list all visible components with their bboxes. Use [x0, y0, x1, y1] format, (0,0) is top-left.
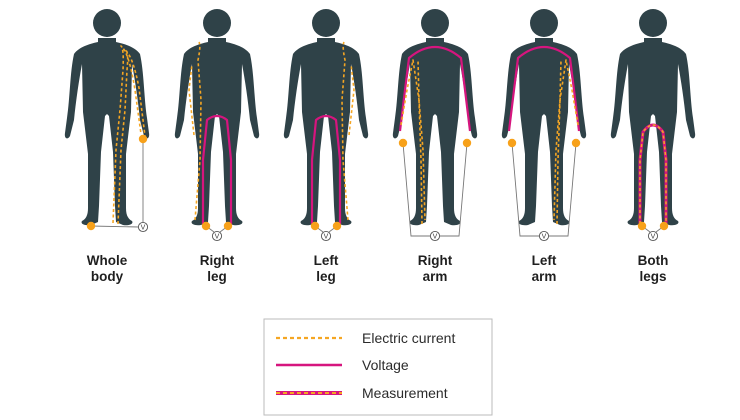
current-path — [553, 59, 579, 221]
figures-row: VWholebodyVRightlegVLeftlegVRightarmVLef… — [64, 9, 696, 284]
body-silhouette — [283, 38, 369, 226]
voltage-path — [507, 45, 581, 132]
body-silhouette — [610, 38, 696, 226]
electrode-dot — [507, 138, 517, 148]
meter-wire — [402, 142, 431, 237]
head-silhouette — [312, 9, 340, 37]
figure-label-line1: Whole — [87, 253, 128, 268]
voltmeter-symbol: V — [141, 225, 146, 232]
electrode-dot — [223, 221, 233, 231]
voltmeter-symbol: V — [324, 234, 329, 241]
figure-label-line1: Left — [532, 253, 557, 268]
voltage-path — [201, 114, 233, 224]
figure-label-line1: Both — [638, 253, 669, 268]
electrode-dot — [86, 221, 96, 231]
body-silhouette — [64, 38, 150, 226]
figure-label-line2: legs — [639, 269, 666, 284]
voltmeter-symbol: V — [542, 234, 547, 241]
meter-wire — [548, 142, 577, 237]
voltmeter-symbol: V — [433, 234, 438, 241]
electrode-dot — [659, 221, 669, 231]
figure-label-line2: leg — [316, 269, 336, 284]
figure-label-line2: arm — [423, 269, 448, 284]
electrode-dot — [332, 221, 342, 231]
figure-label-line1: Left — [314, 253, 339, 268]
measurement-path-dash — [639, 124, 667, 224]
legend: Electric current Voltage Measurement — [263, 318, 493, 416]
head-silhouette — [421, 9, 449, 37]
electrode-dot — [462, 138, 472, 148]
current-path — [188, 41, 202, 221]
legend-item-current: Electric current — [276, 330, 455, 346]
head-silhouette — [93, 9, 121, 37]
body-silhouette — [501, 38, 587, 226]
current-path — [556, 59, 562, 225]
legend-label-current: Electric current — [362, 330, 455, 346]
body-silhouette — [392, 38, 478, 226]
legend-box — [263, 318, 493, 416]
head-silhouette — [530, 9, 558, 37]
legend-label-measurement: Measurement — [362, 385, 448, 401]
head-silhouette — [639, 9, 667, 37]
voltmeter-icon — [429, 230, 441, 242]
current-path — [341, 41, 355, 221]
meter-wire — [439, 142, 468, 237]
body-silhouette — [174, 38, 260, 226]
figure-label-line2: body — [91, 269, 124, 284]
figure-label-line2: arm — [532, 269, 557, 284]
electrode-dot — [637, 221, 647, 231]
voltage-path — [310, 114, 342, 224]
current-path — [112, 45, 142, 224]
legend-item-measurement: Measurement — [276, 385, 448, 401]
current-path — [400, 59, 426, 221]
voltmeter-symbol: V — [215, 234, 220, 241]
voltage-path — [398, 45, 472, 132]
legend-label-voltage: Voltage — [362, 357, 409, 373]
electrode-dot — [310, 221, 320, 231]
current-path — [417, 59, 423, 225]
legend-item-voltage: Voltage — [276, 357, 409, 373]
figure-label-line2: leg — [207, 269, 227, 284]
electrode-dot — [398, 138, 408, 148]
figure-label-line1: Right — [200, 253, 235, 268]
electrode-dot — [201, 221, 211, 231]
current-path — [117, 49, 146, 225]
voltmeter-icon — [137, 221, 149, 233]
electrode-dot — [571, 138, 581, 148]
electrode-dot — [138, 134, 148, 144]
voltmeter-icon — [320, 230, 332, 242]
voltmeter-icon — [538, 230, 550, 242]
figure-label-line1: Right — [418, 253, 453, 268]
meter-wire — [511, 142, 540, 237]
meter-wire — [90, 225, 140, 228]
voltmeter-icon — [211, 230, 223, 242]
voltmeter-icon — [647, 230, 659, 242]
voltmeter-symbol: V — [651, 234, 656, 241]
head-silhouette — [203, 9, 231, 37]
